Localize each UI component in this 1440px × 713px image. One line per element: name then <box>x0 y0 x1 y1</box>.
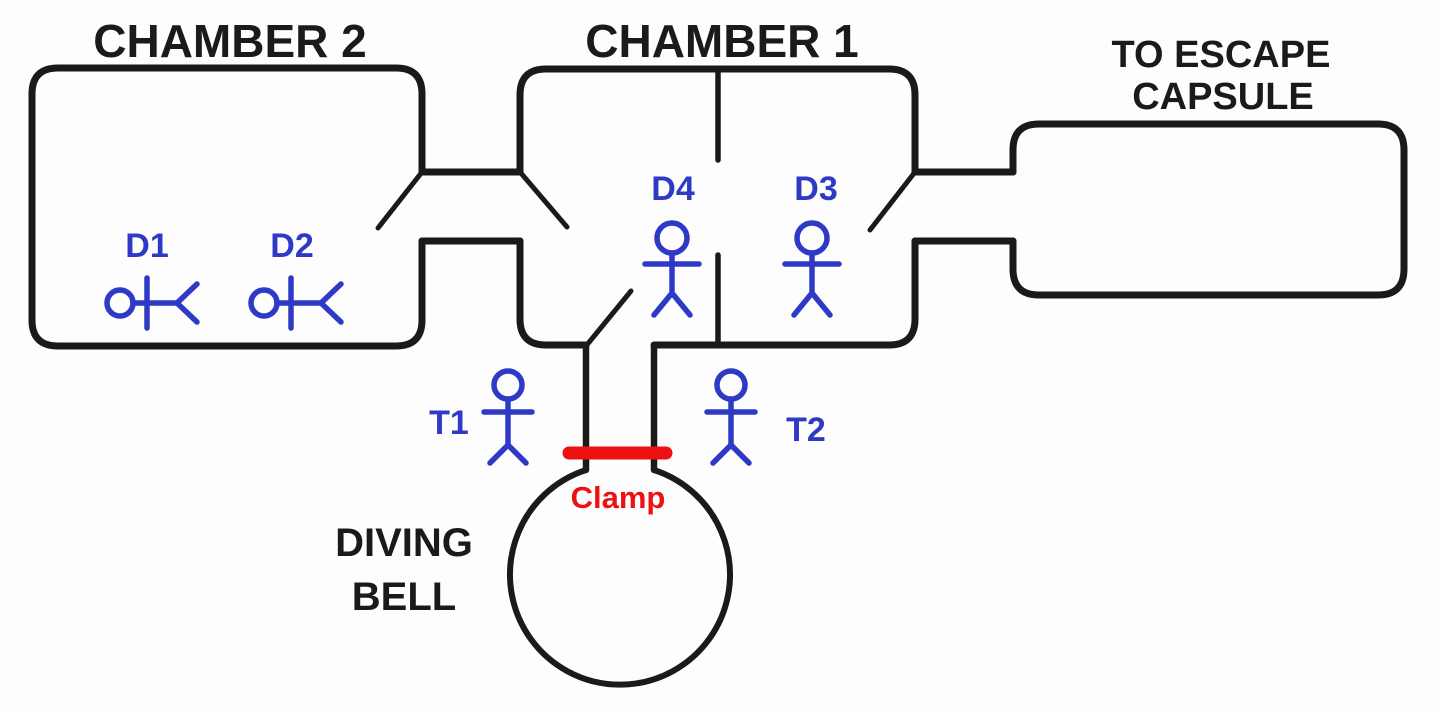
diving-bell-outline <box>507 467 733 688</box>
stick-figures <box>104 220 842 466</box>
tender-figure-t2 <box>704 368 758 466</box>
escape-capsule-outline <box>1009 120 1408 299</box>
diver4-label: D4 <box>651 170 695 208</box>
chamber1-right-hatch-door <box>867 169 918 233</box>
chamber1-left-hatch-door <box>517 169 570 230</box>
d2-legs <box>318 281 344 325</box>
diver-figure-d2 <box>248 275 344 331</box>
tender2-label: T2 <box>786 411 826 449</box>
diver2-label: D2 <box>270 227 313 265</box>
d3-legs <box>791 290 833 318</box>
t2-legs <box>710 442 752 466</box>
chamber2-label: CHAMBER 2 <box>93 15 366 67</box>
clamp-label: Clamp <box>571 480 666 515</box>
chamber1-label: CHAMBER 1 <box>585 15 858 67</box>
escape-capsule-label-line2: CAPSULE <box>1132 76 1314 118</box>
chamber1-lower-right-outline <box>650 237 919 349</box>
diving-bell-label-line2: BELL <box>352 575 456 619</box>
tender-figure-t1 <box>481 368 535 466</box>
d3-head <box>794 220 830 256</box>
hatch-doors <box>375 169 918 349</box>
chamber2-hatch-door <box>375 169 425 231</box>
d1-legs <box>174 281 200 325</box>
structure-labels: CHAMBER 2 CHAMBER 1 TO ESCAPE CAPSULE DI… <box>93 15 1330 619</box>
d4-legs <box>651 290 693 318</box>
person-labels: D1 D2 D4 D3 T1 T2 <box>125 170 837 449</box>
t2-head <box>714 368 748 402</box>
chamber1-lower-left-outline <box>516 237 590 349</box>
diver1-label: D1 <box>125 227 168 265</box>
d4-head <box>654 220 690 256</box>
chamber2-outline <box>28 64 426 350</box>
diver-figure-d1 <box>104 275 200 331</box>
escape-capsule-label-line1: TO ESCAPE <box>1112 34 1331 76</box>
diver-figure-d3 <box>782 220 842 318</box>
trunk-hatch-door <box>583 288 634 349</box>
diving-bell-label-line1: DIVING <box>335 521 473 565</box>
d2-head <box>248 287 280 319</box>
diver3-label: D3 <box>794 170 837 208</box>
diver-figure-d4 <box>642 220 702 318</box>
structure-outlines <box>28 64 1408 688</box>
t1-head <box>491 368 525 402</box>
d1-head <box>104 287 136 319</box>
tender1-label: T1 <box>429 404 469 442</box>
clamp-label-group: Clamp <box>571 480 666 515</box>
t1-legs <box>487 442 529 466</box>
